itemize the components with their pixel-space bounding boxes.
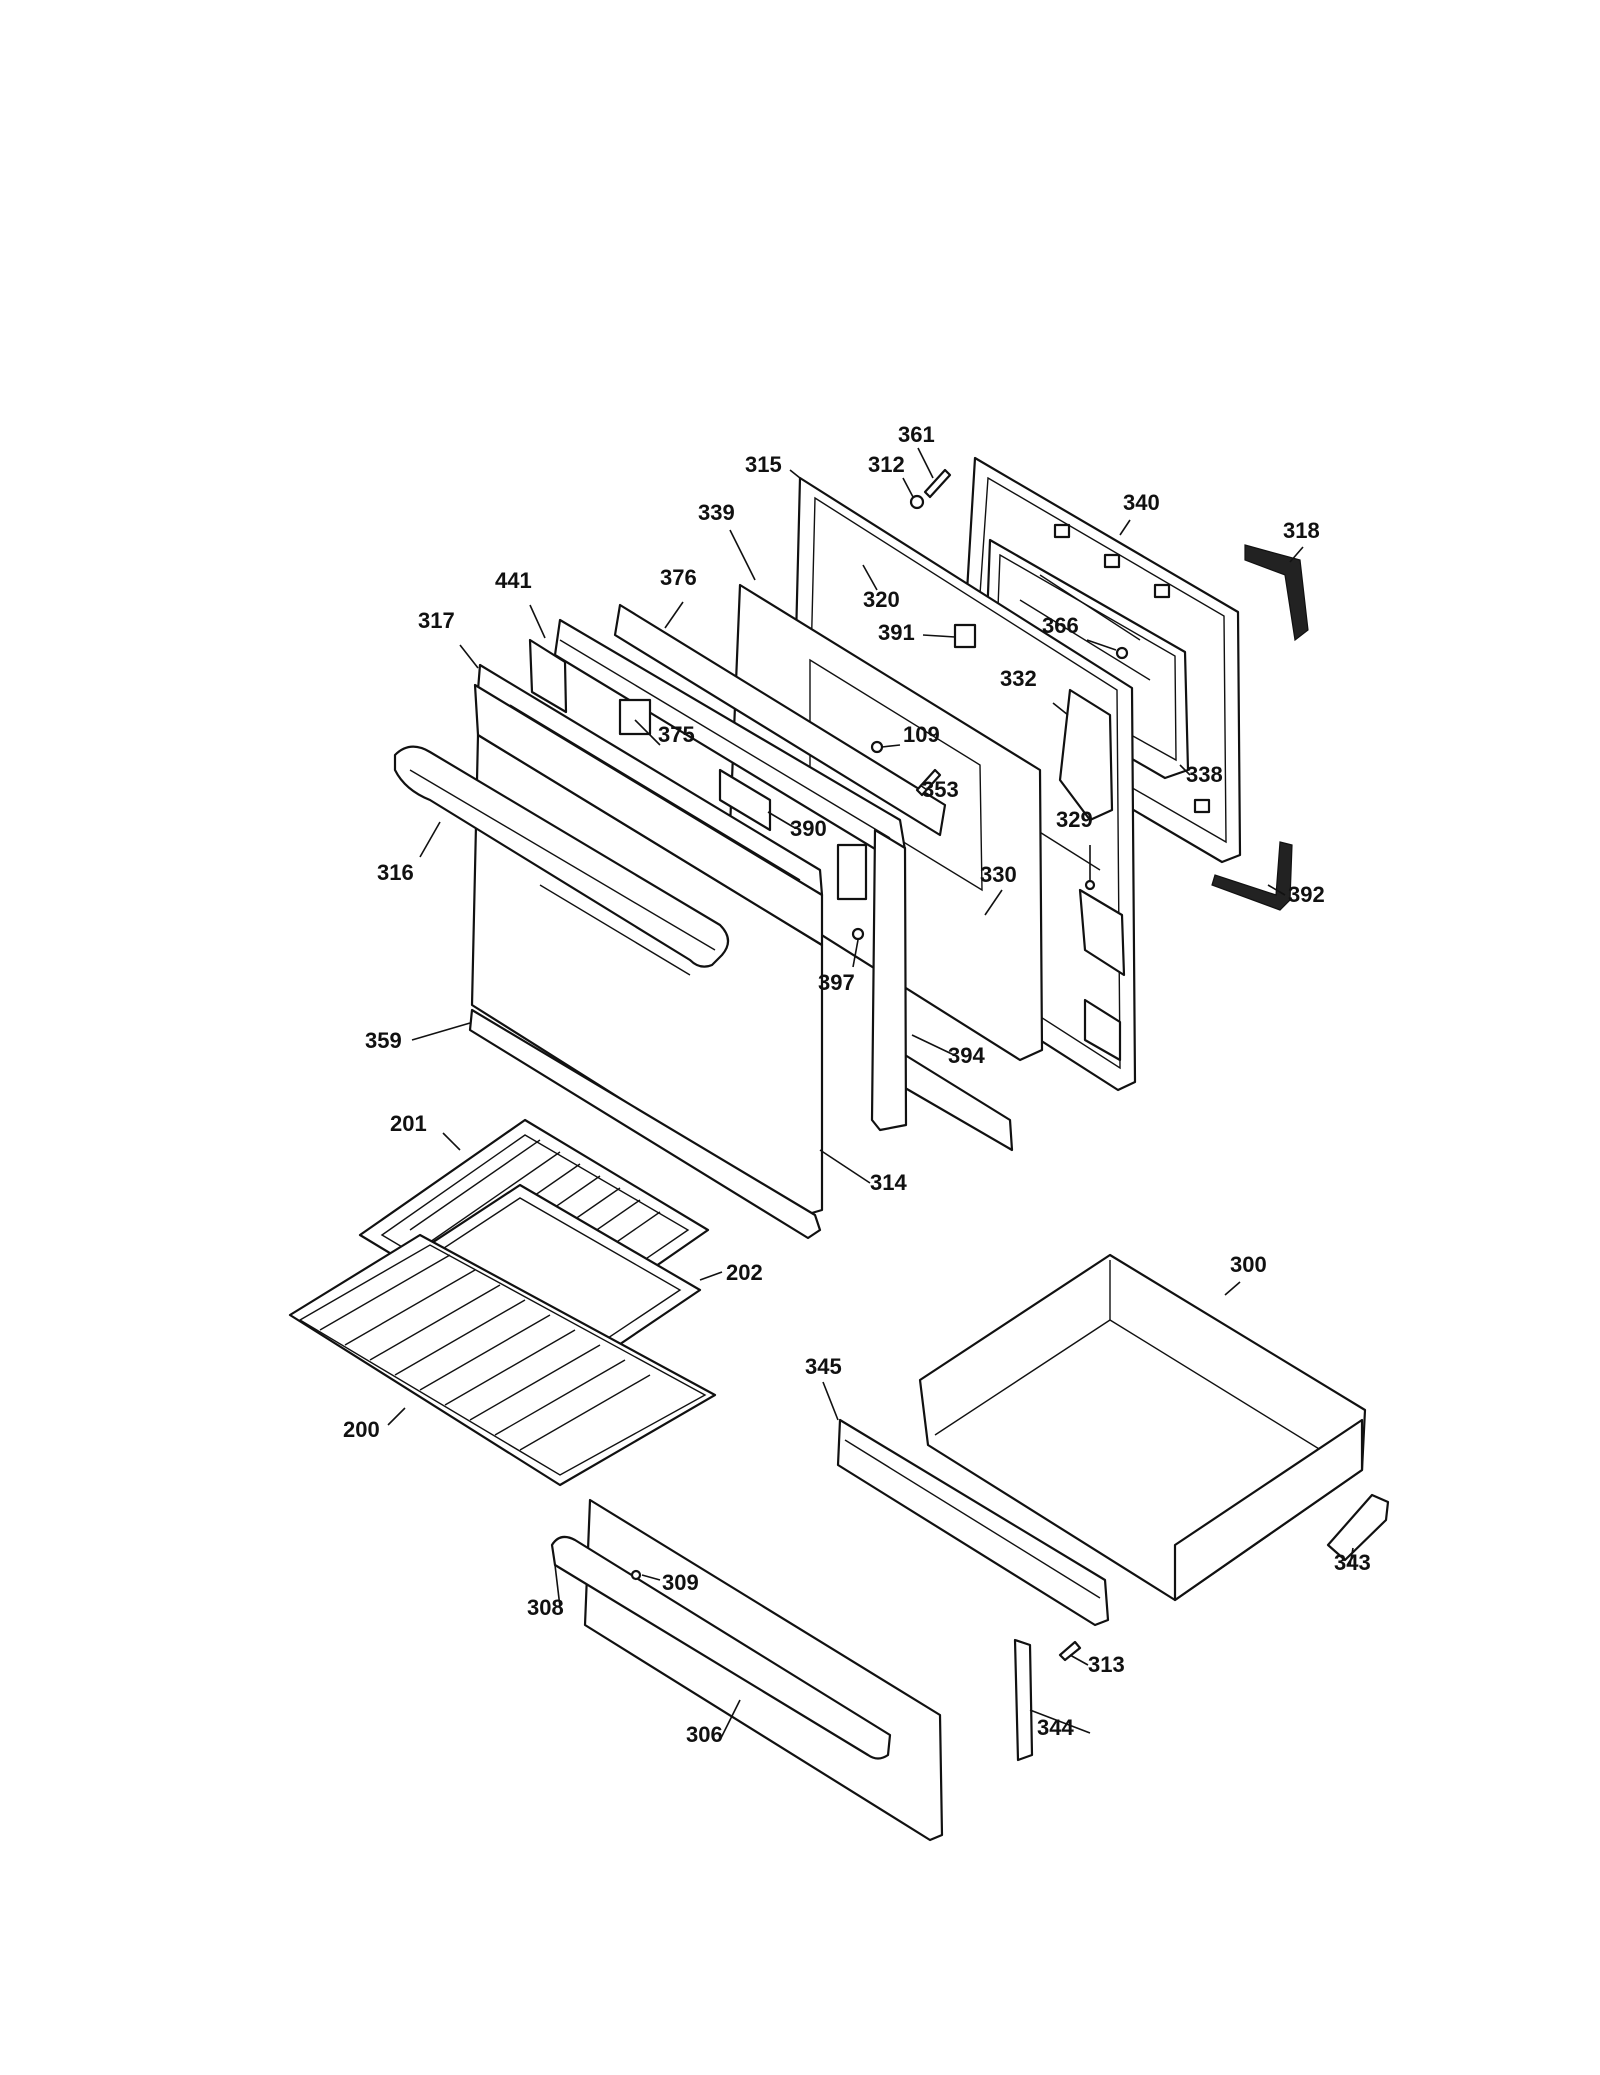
label-314: 314 — [870, 1170, 907, 1195]
door-handle-316 — [393, 745, 730, 976]
drawer-stop-343 — [1326, 1493, 1390, 1562]
label-391: 391 — [878, 620, 915, 645]
leader-lines — [387, 447, 1354, 1741]
label-376: 376 — [660, 565, 697, 590]
label-317: 317 — [418, 608, 455, 633]
oven-rack-200 — [288, 1233, 717, 1487]
label-313: 313 — [1088, 1652, 1125, 1677]
door-gasket-318 — [1244, 544, 1309, 642]
label-200: 200 — [343, 1417, 380, 1442]
label-109: 109 — [903, 722, 940, 747]
label-300: 300 — [1230, 1252, 1267, 1277]
door-frame-376 — [553, 603, 947, 1132]
label-339: 339 — [698, 500, 735, 525]
label-309: 309 — [662, 1570, 699, 1595]
label-394: 394 — [948, 1043, 985, 1068]
label-344: 344 — [1037, 1715, 1074, 1740]
label-202: 202 — [726, 1260, 763, 1285]
storage-drawer-300 — [918, 1253, 1367, 1602]
drawer-slide-rail-345 — [836, 1418, 1110, 1627]
label-308: 308 — [527, 1595, 564, 1620]
label-312: 312 — [868, 452, 905, 477]
label-306: 306 — [686, 1722, 723, 1747]
label-320: 320 — [863, 587, 900, 612]
label-375: 375 — [658, 722, 695, 747]
label-353: 353 — [922, 777, 959, 802]
door-gasket-392 — [1211, 841, 1293, 911]
label-329: 329 — [1056, 807, 1093, 832]
label-441: 441 — [495, 568, 532, 593]
label-316: 316 — [377, 860, 414, 885]
label-338: 338 — [1186, 762, 1223, 787]
door-bottom-trim-359 — [468, 1008, 822, 1240]
part-labels: 361 312 315 340 339 318 441 376 320 317 … — [343, 422, 1371, 1747]
label-359: 359 — [365, 1028, 402, 1053]
label-366: 366 — [1042, 613, 1079, 638]
drawer-handle-308 — [550, 1535, 892, 1760]
label-361: 361 — [898, 422, 935, 447]
label-201: 201 — [390, 1111, 427, 1136]
label-318: 318 — [1283, 518, 1320, 543]
drawer-bracket-344 — [1013, 1638, 1034, 1762]
label-392: 392 — [1288, 882, 1325, 907]
label-343: 343 — [1334, 1550, 1371, 1575]
label-390: 390 — [790, 816, 827, 841]
label-340: 340 — [1123, 490, 1160, 515]
label-315: 315 — [745, 452, 782, 477]
label-332: 332 — [1000, 666, 1037, 691]
label-330: 330 — [980, 862, 1017, 887]
label-345: 345 — [805, 1354, 842, 1379]
label-397: 397 — [818, 970, 855, 995]
